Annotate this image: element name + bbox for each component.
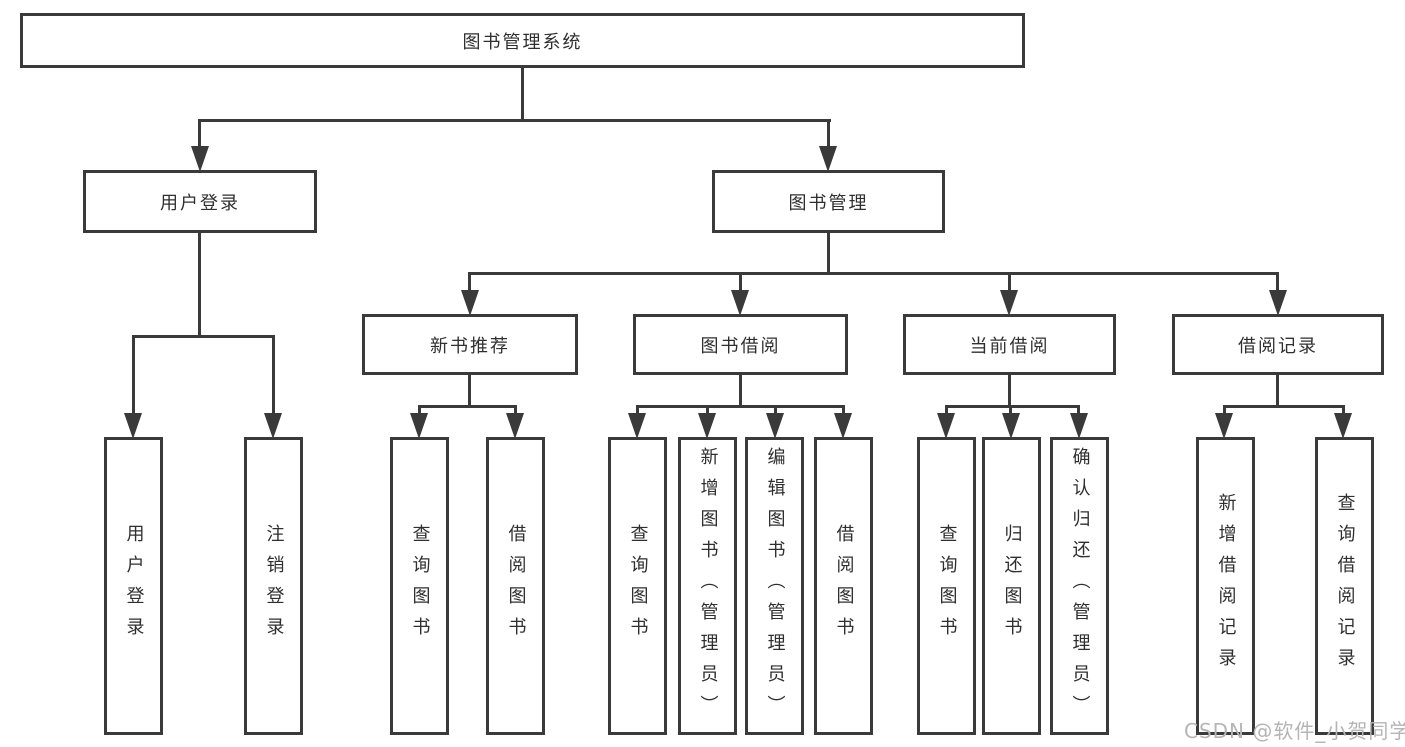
- leaf-bookborrow-query-book: 查询图书: [608, 437, 667, 735]
- leaf-logout: 注销登录: [244, 437, 303, 735]
- connector-mgmt-drop-1: [468, 272, 471, 294]
- connector-records-stem: [1276, 375, 1279, 407]
- arrowhead-bookborrow-leaf-2: [698, 413, 716, 439]
- node-book-borrow-label: 图书借阅: [700, 335, 781, 357]
- connector-records-rail: [1223, 405, 1345, 408]
- leaf-newbooks-query-book-label: 查询图书: [409, 524, 431, 648]
- arrowhead-bookborrow-leaf-3: [766, 413, 784, 439]
- leaf-bookborrow-add-book-admin: 新增图书（管理员）: [678, 437, 737, 735]
- connector-currentborrow-stem: [1008, 375, 1011, 407]
- leaf-records-query-borrow-record-label: 查询借阅记录: [1334, 493, 1356, 679]
- arrowhead-to-user-login: [191, 146, 209, 172]
- arrowhead-to-book-borrow: [731, 290, 749, 316]
- arrowhead-bookborrow-leaf-1: [628, 413, 646, 439]
- arrowhead-records-leaf-1: [1215, 413, 1233, 439]
- arrowhead-bookborrow-leaf-4: [834, 413, 852, 439]
- connector-root-stem: [521, 68, 524, 121]
- leaf-bookborrow-query-book-label: 查询图书: [627, 524, 649, 648]
- connector-mgmt-drop-2: [739, 272, 742, 294]
- node-new-book-recommend-label: 新书推荐: [430, 335, 510, 357]
- connector-newbooks-stem: [468, 375, 471, 407]
- connector-currentborrow-drop-3: [1077, 405, 1080, 418]
- connector-mgmt-drop-4: [1276, 272, 1279, 294]
- leaf-bookborrow-borrow-book-label: 借阅图书: [833, 524, 855, 648]
- connector-bookborrow-drop-3: [774, 405, 777, 418]
- connector-bookborrow-drop-2: [706, 405, 709, 418]
- connector-currentborrow-drop-1: [945, 405, 948, 418]
- connector-bookborrow-rail: [636, 405, 845, 408]
- node-book-management-label: 图书管理: [788, 192, 869, 214]
- leaf-currentborrow-return-book-label: 归还图书: [1001, 524, 1023, 648]
- arrowhead-currentborrow-leaf-3: [1070, 413, 1088, 439]
- connector-mgmt-drop-3: [1008, 272, 1011, 294]
- node-root-label: 图书管理系统: [462, 31, 583, 53]
- watermark: CSDN @软件_小贺同学: [1184, 719, 1405, 743]
- arrowhead-newbooks-leaf-2: [506, 413, 524, 439]
- leaf-currentborrow-confirm-return-admin: 确认归还（管理员）: [1050, 437, 1109, 735]
- leaf-logout-label: 注销登录: [263, 524, 285, 648]
- leaf-newbooks-borrow-book-label: 借阅图书: [505, 524, 527, 648]
- arrowhead-currentborrow-leaf-2: [1002, 413, 1020, 439]
- node-root-library-system: 图书管理系统: [20, 13, 1025, 68]
- connector-login-rail: [132, 335, 275, 338]
- connector-currentborrow-drop-2: [1009, 405, 1012, 418]
- leaf-currentborrow-confirm-return-admin-label: 确认归还（管理员）: [1069, 446, 1091, 726]
- leaf-bookborrow-borrow-book: 借阅图书: [814, 437, 873, 735]
- node-user-login: 用户登录: [83, 170, 317, 233]
- connector-newbooks-drop-1: [418, 405, 421, 418]
- arrowhead-currentborrow-leaf-1: [937, 413, 955, 439]
- node-borrow-records: 借阅记录: [1172, 314, 1384, 375]
- arrowhead-records-leaf-2: [1334, 413, 1352, 439]
- arrowhead-newbooks-leaf-1: [410, 413, 428, 439]
- node-current-borrow: 当前借阅: [903, 314, 1116, 375]
- connector-root-rail: [198, 119, 831, 122]
- node-book-management: 图书管理: [712, 170, 945, 233]
- node-borrow-records-label: 借阅记录: [1238, 335, 1318, 357]
- arrowhead-to-new-books: [461, 290, 479, 316]
- connector-bookborrow-drop-1: [636, 405, 639, 418]
- arrowhead-to-leaf-user-login: [124, 413, 142, 439]
- connector-login-drop-1: [132, 335, 135, 415]
- connector-bookborrow-drop-4: [842, 405, 845, 418]
- leaf-bookborrow-edit-book-admin-label: 编辑图书（管理员）: [764, 446, 786, 726]
- connector-newbooks-drop-2: [514, 405, 517, 418]
- leaf-records-add-borrow-record: 新增借阅记录: [1196, 437, 1255, 735]
- arrowhead-to-leaf-logout: [264, 413, 282, 439]
- leaf-currentborrow-query-book: 查询图书: [917, 437, 976, 735]
- arrowhead-to-current-borrow: [1000, 290, 1018, 316]
- connector-records-drop-2: [1342, 405, 1345, 418]
- leaf-records-query-borrow-record: 查询借阅记录: [1315, 437, 1374, 735]
- arrowhead-to-borrow-records: [1269, 290, 1287, 316]
- arrowhead-to-book-management: [819, 146, 837, 172]
- connector-root-drop-left: [198, 119, 201, 151]
- node-user-login-label: 用户登录: [160, 192, 240, 214]
- leaf-currentborrow-return-book: 归还图书: [982, 437, 1041, 735]
- leaf-currentborrow-query-book-label: 查询图书: [936, 524, 958, 648]
- connector-root-drop-right: [827, 119, 830, 151]
- node-current-borrow-label: 当前借阅: [969, 335, 1050, 357]
- leaf-user-login-label: 用户登录: [123, 524, 145, 648]
- node-new-book-recommend: 新书推荐: [362, 314, 578, 375]
- leaf-newbooks-query-book: 查询图书: [390, 437, 449, 735]
- leaf-user-login: 用户登录: [104, 437, 163, 735]
- connector-bookborrow-stem: [739, 375, 742, 407]
- connector-records-drop-1: [1223, 405, 1226, 418]
- node-book-borrow: 图书借阅: [633, 314, 848, 375]
- leaf-records-add-borrow-record-label: 新增借阅记录: [1215, 493, 1237, 679]
- connector-newbooks-rail: [418, 405, 517, 408]
- connector-currentborrow-rail: [945, 405, 1080, 408]
- connector-mgmt-rail: [468, 272, 1279, 275]
- leaf-bookborrow-edit-book-admin: 编辑图书（管理员）: [745, 437, 804, 735]
- connector-mgmt-stem: [827, 233, 830, 274]
- leaf-bookborrow-add-book-admin-label: 新增图书（管理员）: [697, 446, 719, 726]
- leaf-newbooks-borrow-book: 借阅图书: [486, 437, 545, 735]
- connector-login-stem: [198, 233, 201, 337]
- connector-login-drop-2: [272, 335, 275, 415]
